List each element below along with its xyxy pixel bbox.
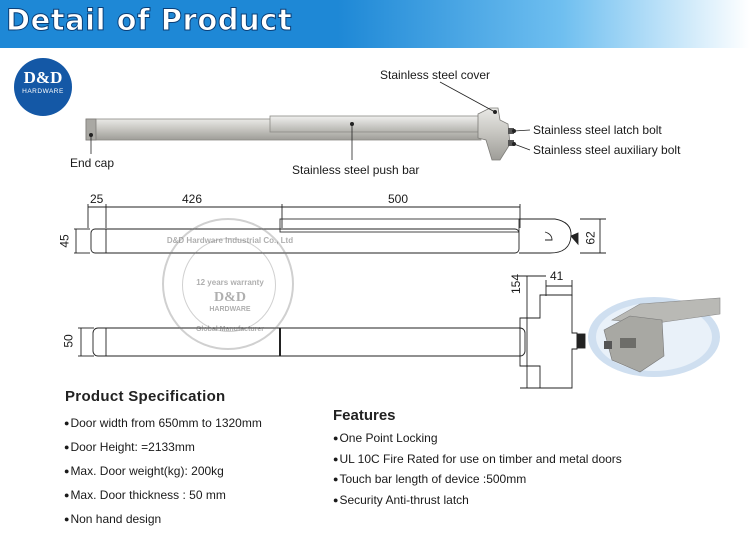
callout-auxiliary-bolt: Stainless steel auxiliary bolt: [533, 143, 681, 157]
dim-62: 62: [583, 231, 598, 245]
watermark-bottom: Global Manufacturer: [195, 326, 265, 333]
features-title: Features: [333, 407, 396, 424]
spec-item: Max. Door weight(kg): 200kg: [64, 464, 262, 488]
feature-item: UL 10C Fire Rated for use on timber and …: [333, 452, 621, 473]
callout-latch-bolt: Stainless steel latch bolt: [533, 123, 662, 137]
feature-item: Touch bar length of device :500mm: [333, 472, 622, 493]
watermark-inner-ring: [182, 238, 276, 332]
spec-item: Max. Door thickness : 50 mm: [64, 488, 262, 512]
feature-item: One Point Locking: [333, 431, 622, 452]
watermark-warranty: 12 years warranty: [196, 278, 264, 287]
watermark-sub: HARDWARE: [209, 306, 251, 313]
callout-push-bar: Stainless steel push bar: [292, 163, 420, 177]
feature-item: Security Anti-thrust latch: [333, 493, 622, 514]
dim-50: 50: [61, 334, 76, 348]
dim-500: 500: [388, 192, 409, 206]
page-title: Detail of Product: [5, 3, 293, 38]
brand-logo: D&D HARDWARE: [14, 58, 72, 116]
product-photo: [85, 107, 514, 161]
logo-main-text: D&D: [23, 68, 63, 87]
spec-item: Door width from 650mm to 1320mm: [64, 416, 261, 440]
spec-title: Product Specification: [65, 388, 226, 405]
watermark-seal: D&D Hardware Industrial Co., Ltd 12 year…: [162, 218, 294, 350]
features-list: One Point Locking UL 10C Fire Rated for …: [333, 431, 622, 514]
logo-sub-text: HARDWARE: [22, 88, 64, 95]
dim-426: 426: [182, 192, 203, 206]
watermark-ring-text: D&D Hardware Industrial Co., Ltd: [166, 236, 294, 245]
dim-25: 25: [90, 192, 104, 206]
callout-cover: Stainless steel cover: [380, 68, 491, 82]
front-view-drawing: [78, 275, 586, 389]
callout-end-cap: End cap: [70, 156, 115, 170]
spec-item: Non hand design: [64, 512, 262, 536]
mechanism-inset: [588, 297, 721, 377]
header-banner: Detail of Product: [0, 0, 750, 48]
watermark-main: D&D: [214, 290, 246, 305]
mechanism-case-shape: [477, 107, 511, 161]
dim-41: 41: [550, 269, 564, 283]
spec-item: Door Height: =2133mm: [64, 440, 262, 464]
push-bar-shape: [269, 115, 481, 133]
dim-45: 45: [57, 234, 72, 248]
spec-list: Door width from 650mm to 1320mm Door Hei…: [64, 416, 262, 536]
dim-154: 154: [509, 273, 524, 295]
top-view-drawing: [74, 204, 606, 254]
